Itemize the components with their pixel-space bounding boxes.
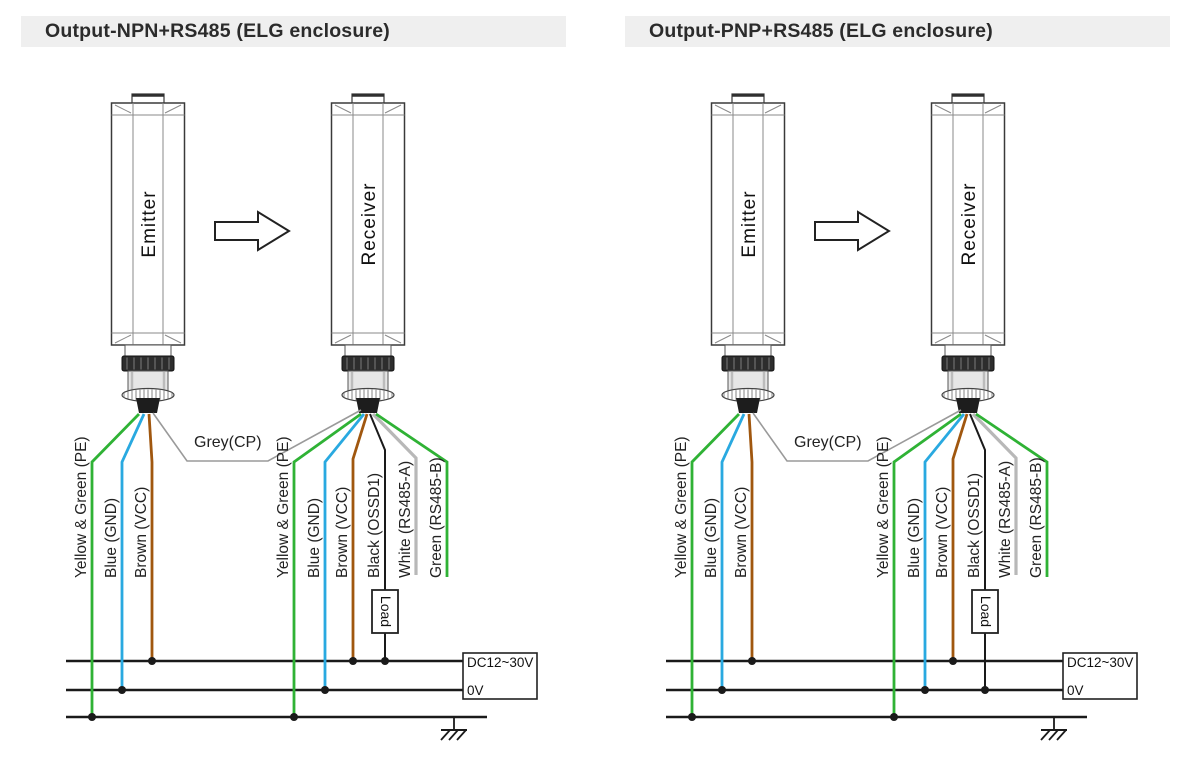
power-rails (666, 659, 1087, 719)
emitter-wire-blue-gnd (720, 413, 746, 690)
junction-dot (148, 657, 156, 665)
power-label-0v: 0V (467, 683, 484, 698)
receiver-wire-yellow-green-pe (892, 412, 962, 717)
diagram-title-npn: Output-NPN+RS485 (ELG enclosure) (45, 20, 390, 42)
wire-label-white-rs485-a: White (RS485-A) (397, 461, 414, 578)
emitter-wire-brown-vcc (147, 413, 154, 661)
power-supply-box: DC12~30V 0V (462, 652, 538, 700)
receiver-label: Receiver (959, 183, 980, 266)
junction-dot (718, 686, 726, 694)
power-label-0v: 0V (1067, 683, 1084, 698)
cable-connector (941, 344, 995, 413)
wire-label-brown-vcc: Brown (VCC) (334, 487, 351, 578)
receiver-wire-blue-gnd (323, 413, 366, 690)
receiver-label: Receiver (359, 183, 380, 266)
title-bar-pnp: Output-PNP+RS485 (ELG enclosure) (625, 16, 1170, 47)
junction-dot (349, 657, 357, 665)
wire-label-green-rs485-b: Green (RS485-B) (428, 457, 445, 578)
emitter-wire-brown-vcc (747, 413, 754, 661)
load-label: Load (978, 596, 994, 627)
receiver-wire-black-ossd1 (369, 413, 386, 590)
receiver-wire-white-rs485-a (971, 412, 1018, 575)
junction-dot (890, 713, 898, 721)
cable-connector (341, 344, 395, 413)
emitter-wire-yellow-green-pe (690, 413, 741, 717)
diagram-title-pnp: Output-PNP+RS485 (ELG enclosure) (649, 20, 993, 42)
wire-label-yellow-green-pe: Yellow & Green (PE) (275, 436, 292, 578)
sync-wire-grey-cp (152, 409, 362, 462)
receiver-wire-white-rs485-a (371, 412, 418, 575)
receiver-wire-black-ossd1 (969, 413, 986, 590)
junction-dot (688, 713, 696, 721)
wire-label-blue-gnd: Blue (GND) (703, 498, 720, 578)
emitter-tower: Emitter (110, 93, 186, 413)
emitter-wire-yellow-green-pe (90, 413, 141, 717)
receiver-tower: Receiver (930, 93, 1006, 413)
earth-ground-icon (440, 717, 467, 741)
direction-arrow (214, 210, 291, 252)
wire-label-grey-cp: Grey(CP) (194, 434, 262, 451)
wire-label-black-ossd1: Black (OSSD1) (966, 473, 983, 578)
panel-npn: Output-NPN+RS485 (ELG enclosure) Emitter… (21, 16, 566, 741)
title-bar-npn: Output-NPN+RS485 (ELG enclosure) (21, 16, 566, 47)
load-box (971, 589, 999, 634)
junction-dot (88, 713, 96, 721)
wire-label-yellow-green-pe: Yellow & Green (PE) (875, 436, 892, 578)
emitter-label: Emitter (139, 190, 160, 257)
power-rails (66, 659, 487, 719)
wire-label-black-ossd1: Black (OSSD1) (366, 473, 383, 578)
receiver-tower: Receiver (330, 93, 406, 413)
cable-connector (721, 344, 775, 413)
wire-label-green-rs485-b: Green (RS485-B) (1028, 457, 1045, 578)
earth-ground-icon (1040, 717, 1067, 741)
power-supply-box: DC12~30V 0V (1062, 652, 1138, 700)
receiver-wire-blue-gnd (923, 413, 966, 690)
emitter-label: Emitter (739, 190, 760, 257)
receiver-wire-green-rs485-b (375, 412, 449, 577)
power-label-dc12-30v: DC12~30V (467, 655, 533, 670)
receiver-wire-brown-vcc (951, 413, 969, 661)
cable-connector (121, 344, 175, 413)
wire-label-brown-vcc: Brown (VCC) (934, 487, 951, 578)
power-label-dc12-30v: DC12~30V (1067, 655, 1133, 670)
wire-label-blue-gnd: Blue (GND) (906, 498, 923, 578)
junction-dot (949, 657, 957, 665)
wire-label-grey-cp: Grey(CP) (794, 434, 862, 451)
junction-dot (321, 686, 329, 694)
receiver-wire-brown-vcc (351, 413, 369, 661)
panel-pnp: Output-PNP+RS485 (ELG enclosure) Emitter… (600, 0, 1200, 765)
sync-wire-grey-cp (752, 409, 962, 462)
junction-dot (381, 657, 389, 665)
junction-dot (981, 686, 989, 694)
wire-label-yellow-green-pe: Yellow & Green (PE) (73, 436, 90, 578)
wire-label-yellow-green-pe: Yellow & Green (PE) (673, 436, 690, 578)
junction-dot (118, 686, 126, 694)
wire-label-white-rs485-a: White (RS485-A) (997, 461, 1014, 578)
direction-arrow (814, 210, 891, 252)
emitter-wire-blue-gnd (120, 413, 146, 690)
junction-dot (748, 657, 756, 665)
junction-dot (921, 686, 929, 694)
receiver-wire-yellow-green-pe (292, 412, 362, 717)
wire-label-blue-gnd: Blue (GND) (306, 498, 323, 578)
load-box (371, 589, 399, 634)
load-label: Load (378, 596, 394, 627)
wire-label-brown-vcc: Brown (VCC) (733, 487, 750, 578)
receiver-wire-green-rs485-b (975, 412, 1049, 577)
emitter-tower: Emitter (710, 93, 786, 413)
wire-label-brown-vcc: Brown (VCC) (133, 487, 150, 578)
wire-label-blue-gnd: Blue (GND) (103, 498, 120, 578)
junction-dot (290, 713, 298, 721)
